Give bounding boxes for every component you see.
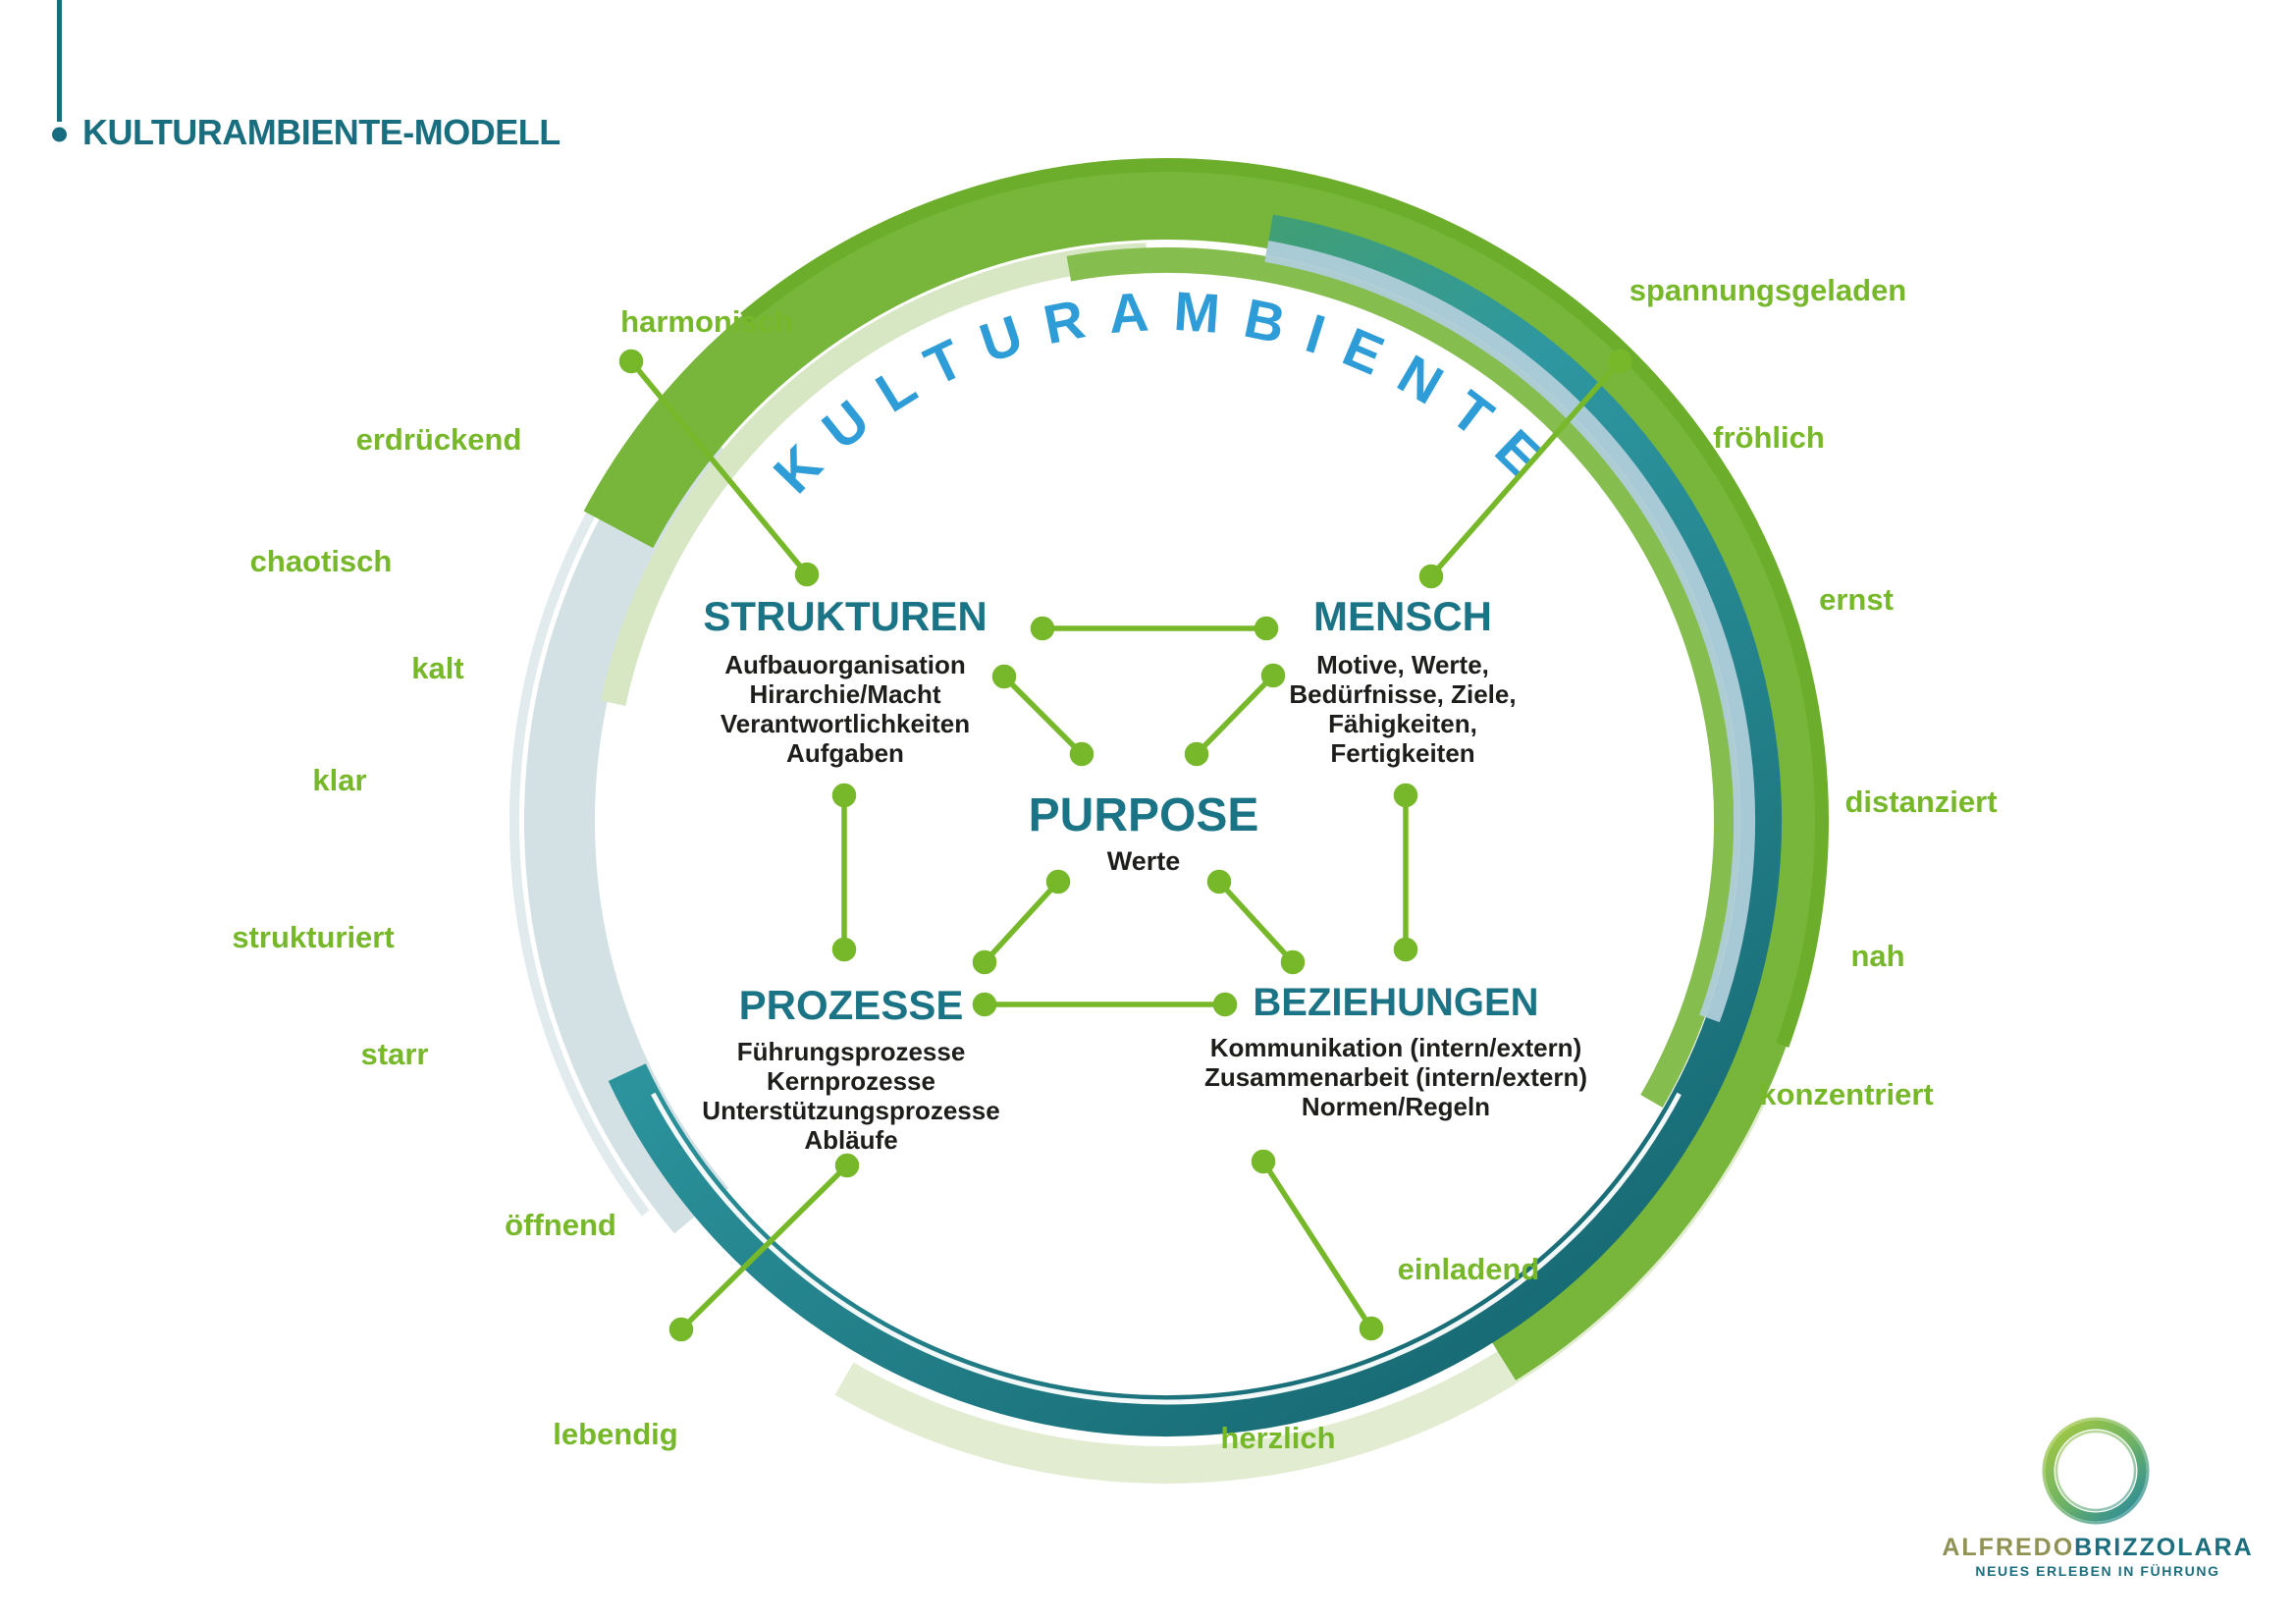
beziehungen-title: BEZIEHUNGEN [1253, 981, 1539, 1024]
beziehungen-line: Zusammenarbeit (intern/extern) [1203, 1062, 1588, 1092]
connector-strukturen-purpose [991, 664, 1095, 767]
mensch-line: Fähigkeiten, [1328, 709, 1477, 739]
connector-lines [618, 349, 1632, 1342]
mensch-title: MENSCH [1312, 593, 1492, 639]
strukturen-line: Hirarchie/Macht [749, 679, 941, 710]
outer-label-spannungsgeladen: spannungsgeladen [1629, 273, 1907, 307]
outer-label-ernst: ernst [1819, 582, 1894, 617]
outer-label-lebendig: lebendig [553, 1417, 678, 1451]
outer-label-chaotisch: chaotisch [249, 544, 393, 578]
ring-arc-sage-inner-topleft [588, 243, 1744, 1399]
brand-name-first: ALFREDO [1942, 1534, 2075, 1561]
prozesse-line: Kernprozesse [767, 1066, 935, 1097]
ring-arc-blue-stripe [577, 232, 1755, 1410]
strukturen-line: Verantwortlichkeiten [720, 709, 971, 739]
prozesse-line: Führungsprozesse [736, 1037, 966, 1067]
purpose-line: Werte [1106, 846, 1181, 877]
strukturen-line: Aufgaben [786, 738, 904, 769]
connector-strukturen-prozesse [831, 783, 857, 962]
brand-name-last: BRIZZOLARA [2074, 1534, 2254, 1561]
strukturen-title: STRUKTUREN [703, 593, 988, 639]
outer-label-harmonisch: harmonisch [620, 304, 793, 339]
brand-tagline: NEUES ERLEBEN IN FÜHRUNG [1975, 1563, 2220, 1579]
outer-label-strukturiert: strukturiert [232, 920, 395, 954]
outer-label-klar: klar [312, 763, 367, 797]
connector-purpose-prozesse [972, 869, 1071, 975]
outer-label-erdrueckend: erdrückend [355, 422, 522, 457]
outer-label-konzentriert: konzentriert [1759, 1077, 1934, 1111]
brand-logo-icon [2042, 1417, 2150, 1525]
outer-label-distanziert: distanziert [1844, 785, 1998, 819]
ring-arc-green-inner [593, 246, 1739, 1394]
ring-arc-pale-outer-left [509, 164, 1823, 1478]
outer-label-starr: starr [360, 1037, 429, 1071]
outer-label-einladend: einladend [1397, 1252, 1540, 1286]
beziehungen-line: Kommunikation (intern/extern) [1209, 1033, 1582, 1062]
prozesse-line: Unterstützungsprozesse [702, 1096, 1000, 1126]
outer-label-froehlich: fröhlich [1713, 420, 1825, 455]
connector-purpose-beziehungen [1206, 869, 1306, 975]
header-accent-line [52, 0, 67, 142]
outer-label-herzlich: herzlich [1220, 1421, 1336, 1455]
strukturen-line: Aufbauorganisation [724, 650, 966, 680]
block-beziehungen: BEZIEHUNGEN Kommunikation (intern/extern… [1204, 982, 1587, 1121]
prozesse-line: Abläufe [804, 1125, 898, 1156]
mensch-line: Motive, Werte, [1316, 650, 1489, 680]
outer-label-oeffnend: öffnend [505, 1208, 616, 1242]
connector-strukturen-mensch [1030, 616, 1279, 641]
connector-mensch-purpose [1184, 663, 1286, 767]
ring-arc-teal [551, 205, 1782, 1436]
purpose-title: PURPOSE [1028, 789, 1259, 841]
page-title: KULTURAMBIENTE-MODELL [82, 112, 561, 152]
connector-spannungsgeladen [1418, 349, 1632, 589]
connector-harmonisch [618, 349, 820, 587]
culture-ring [504, 158, 1829, 1484]
ring-arc-green-dark-top [504, 158, 1829, 1484]
outer-label-nah: nah [1850, 939, 1905, 973]
connector-prozesse-beziehungen [972, 992, 1238, 1017]
block-prozesse: PROZESSE Führungsprozesse Kernprozesse U… [702, 982, 1000, 1156]
connector-einladend-herzlich [1251, 1149, 1384, 1341]
block-mensch: MENSCH Motive, Werte, Bedürfnisse, Ziele… [1289, 593, 1517, 769]
beziehungen-line: Normen/Regeln [1301, 1092, 1491, 1121]
brand-name: ALFREDOBRIZZOLARA [1942, 1534, 2253, 1562]
block-purpose: PURPOSE Werte [1028, 789, 1259, 877]
ring-arc-white-hairline [582, 237, 1750, 1405]
connector-oeffnend-lebendig [668, 1153, 860, 1342]
mensch-line: Fertigkeiten [1330, 738, 1475, 769]
block-strukturen: STRUKTUREN Aufbauorganisation Hirarchie/… [703, 593, 988, 769]
outer-label-kalt: kalt [411, 651, 464, 685]
prozesse-title: PROZESSE [738, 982, 964, 1028]
ring-arc-green-main [506, 160, 1826, 1481]
connector-mensch-beziehungen [1393, 783, 1418, 962]
mensch-line: Bedürfnisse, Ziele, [1289, 679, 1517, 710]
